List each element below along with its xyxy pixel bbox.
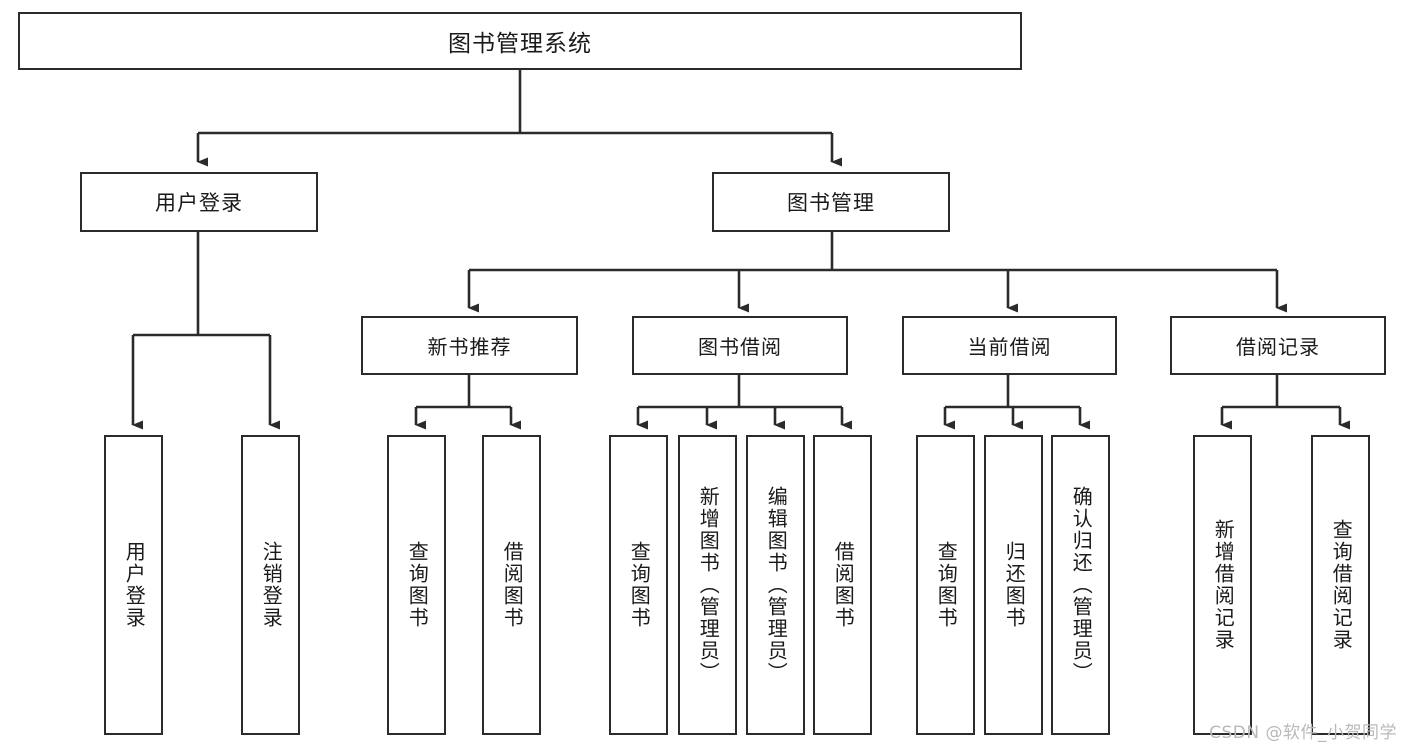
node-leaf-cur-query[interactable]: 查询图书 — [916, 435, 975, 735]
node-new-book-rec-label: 新书推荐 — [427, 335, 512, 359]
node-leaf-cur-return-label: 归还图书 — [1002, 541, 1027, 629]
node-leaf-rec-borrow[interactable]: 借阅图书 — [482, 435, 541, 735]
node-leaf-rec-borrow-label: 借阅图书 — [500, 541, 525, 629]
node-leaf-user-login[interactable]: 用户登录 — [104, 435, 163, 735]
node-book-manage[interactable]: 图书管理 — [712, 172, 950, 232]
node-leaf-rec-query-label: 查询图书 — [405, 541, 430, 629]
node-leaf-user-login-label: 用户登录 — [122, 541, 147, 629]
node-leaf-br-borrow[interactable]: 借阅图书 — [813, 435, 872, 735]
node-leaf-rc-add[interactable]: 新增借阅记录 — [1193, 435, 1252, 735]
node-leaf-cur-query-label: 查询图书 — [934, 541, 959, 629]
node-root[interactable]: 图书管理系统 — [18, 12, 1022, 70]
node-book-manage-label: 图书管理 — [787, 191, 875, 215]
node-user-login[interactable]: 用户登录 — [80, 172, 318, 232]
node-book-borrow-label: 图书借阅 — [698, 335, 782, 359]
node-leaf-rc-add-label: 新增借阅记录 — [1211, 519, 1236, 651]
node-leaf-br-edit-label: 编辑图书（管理员） — [764, 486, 789, 684]
node-new-book-rec[interactable]: 新书推荐 — [361, 316, 578, 375]
node-leaf-br-add[interactable]: 新增图书（管理员） — [678, 435, 737, 735]
node-current-borrow[interactable]: 当前借阅 — [902, 316, 1117, 375]
node-user-login-label: 用户登录 — [155, 191, 243, 215]
node-leaf-rc-query[interactable]: 查询借阅记录 — [1311, 435, 1370, 735]
node-borrow-record[interactable]: 借阅记录 — [1170, 316, 1386, 375]
node-borrow-record-label: 借阅记录 — [1236, 335, 1320, 359]
node-leaf-br-edit[interactable]: 编辑图书（管理员） — [746, 435, 805, 735]
node-leaf-logout[interactable]: 注销登录 — [241, 435, 300, 735]
node-leaf-br-query-label: 查询图书 — [627, 541, 652, 629]
node-leaf-cur-confirm-label: 确认归还（管理员） — [1069, 486, 1094, 684]
node-leaf-rec-query[interactable]: 查询图书 — [387, 435, 446, 735]
node-leaf-br-add-label: 新增图书（管理员） — [696, 486, 721, 684]
node-leaf-cur-return[interactable]: 归还图书 — [984, 435, 1043, 735]
csdn-watermark: CSDN @软件_小贺同学 — [1209, 723, 1397, 743]
node-leaf-cur-confirm[interactable]: 确认归还（管理员） — [1051, 435, 1110, 735]
node-leaf-rc-query-label: 查询借阅记录 — [1329, 519, 1354, 651]
node-root-label: 图书管理系统 — [448, 31, 592, 57]
node-book-borrow[interactable]: 图书借阅 — [632, 316, 848, 375]
node-current-borrow-label: 当前借阅 — [967, 335, 1052, 359]
node-leaf-logout-label: 注销登录 — [259, 541, 284, 629]
node-leaf-br-borrow-label: 借阅图书 — [831, 541, 856, 629]
node-leaf-br-query[interactable]: 查询图书 — [609, 435, 668, 735]
